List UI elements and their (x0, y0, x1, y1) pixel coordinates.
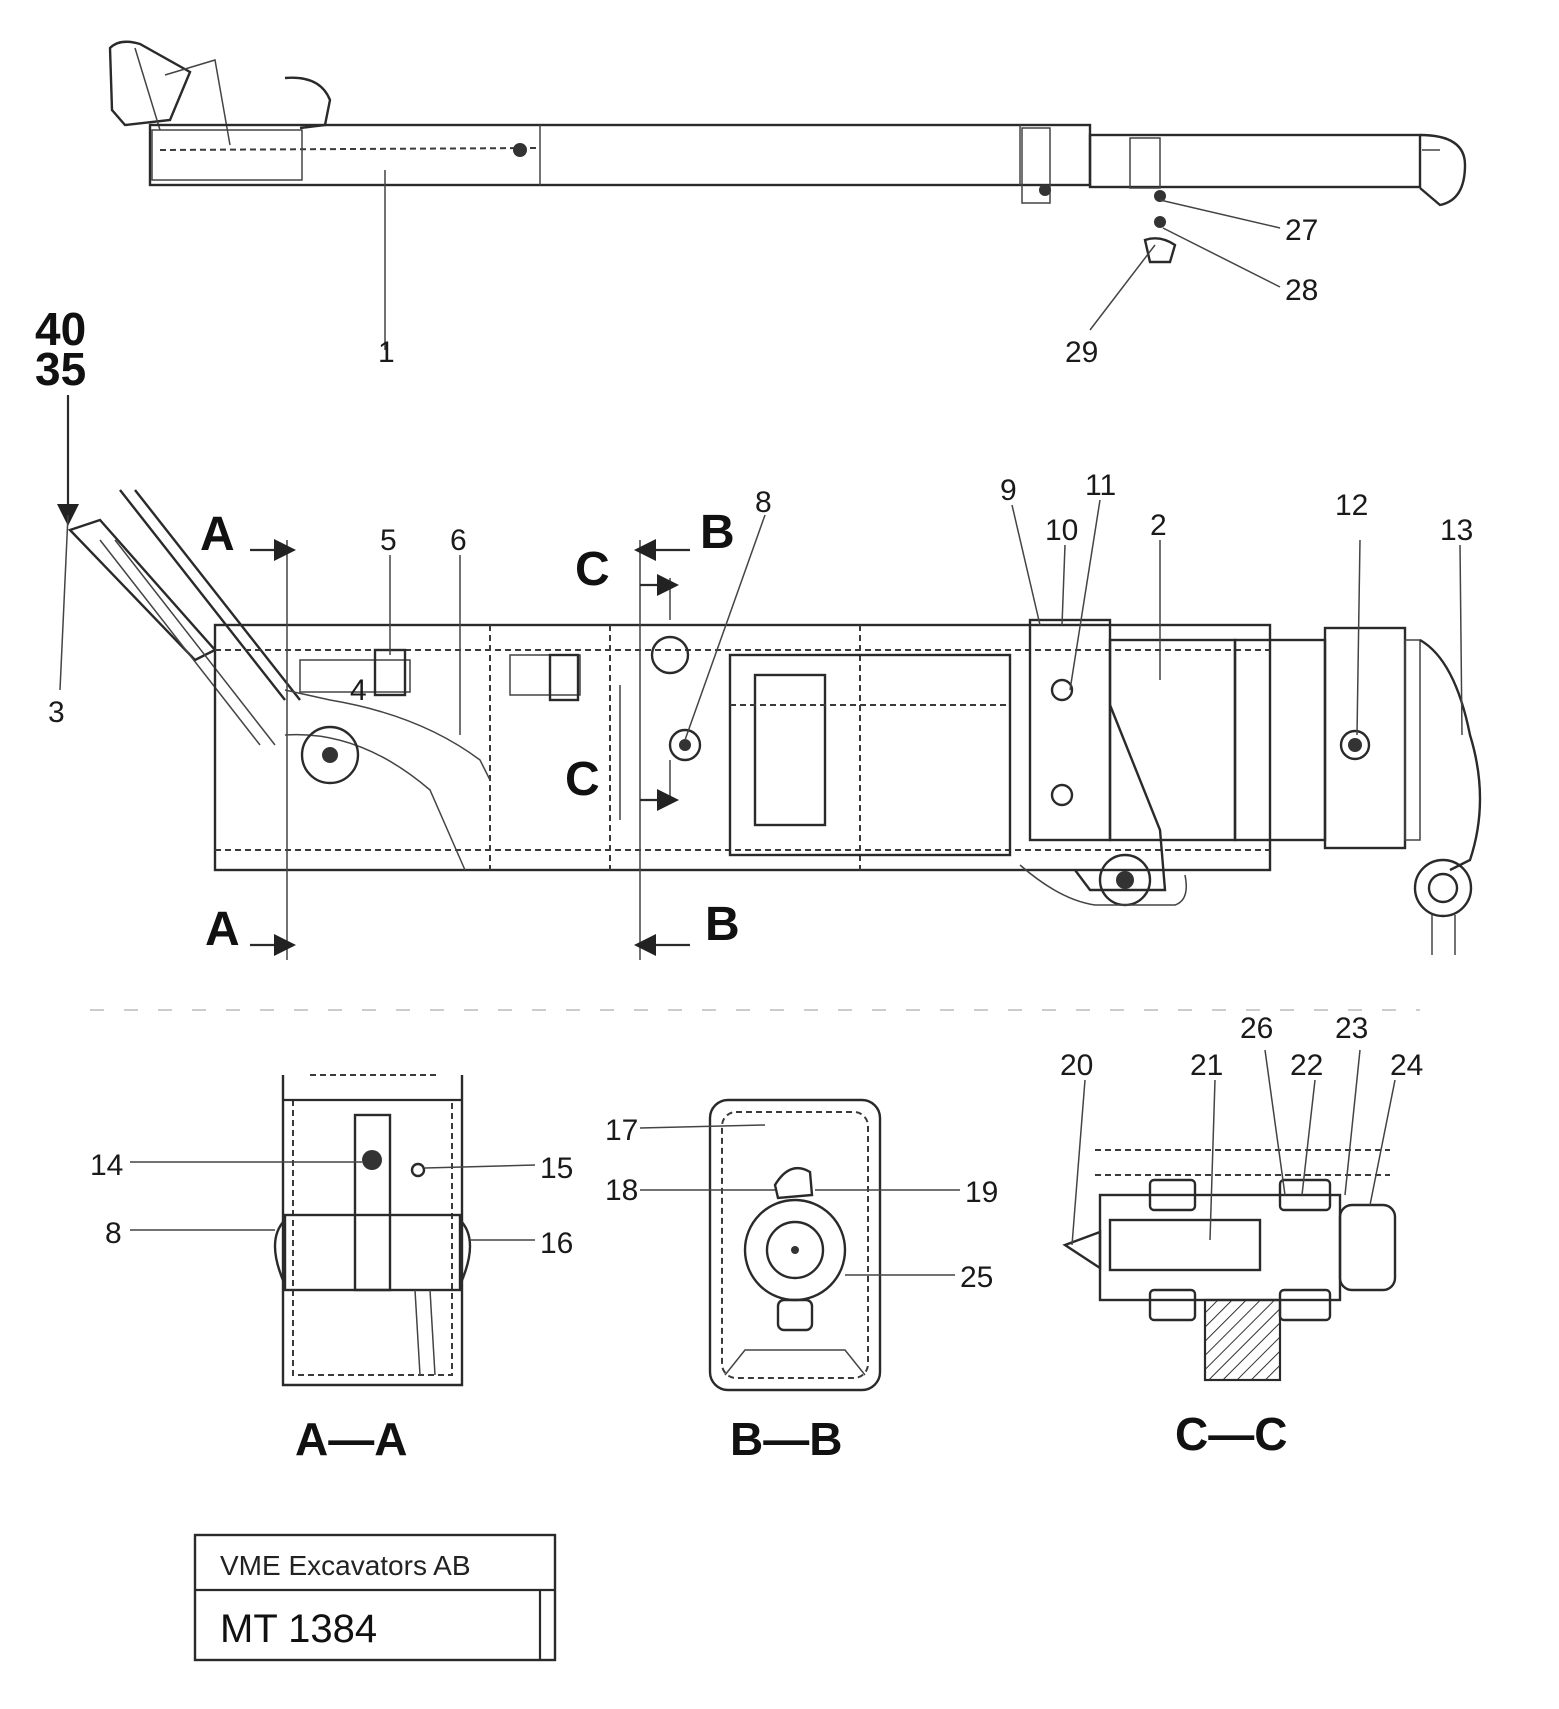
section-view-bb (708, 1098, 882, 1392)
section-view-cc (1062, 1149, 1397, 1382)
callout-8-side: 8 (755, 486, 772, 519)
callout-15: 15 (540, 1152, 573, 1185)
section-mark-b-top: B (700, 506, 735, 559)
section-title-aa: A—A (295, 1413, 407, 1465)
side-view-arm (67, 489, 1482, 955)
section-title-bb: B—B (730, 1413, 842, 1465)
callout-6: 6 (450, 524, 467, 557)
section-mark-c-bottom: C (565, 753, 600, 806)
callout-27: 27 (1285, 214, 1318, 247)
callout-9: 9 (1000, 474, 1017, 507)
section-mark-a-bottom: A (205, 903, 240, 956)
title-block-company: VME Excavators AB (220, 1550, 471, 1581)
callout-24: 24 (1390, 1049, 1423, 1082)
callout-1: 1 (378, 336, 395, 369)
section-mark-c-top: C (575, 543, 610, 596)
callout-12: 12 (1335, 489, 1368, 522)
callout-17: 17 (605, 1114, 638, 1147)
callout-20: 20 (1060, 1049, 1093, 1082)
callout-14: 14 (90, 1149, 123, 1182)
callout-28: 28 (1285, 274, 1318, 307)
callout-35: 35 (35, 343, 86, 395)
callout-3: 3 (48, 696, 65, 729)
callout-22: 22 (1290, 1049, 1323, 1082)
callout-40: 40 (35, 303, 86, 355)
pin-assembly-27-29 (1089, 190, 1281, 331)
title-block-drawing-number: MT 1384 (220, 1607, 377, 1651)
callout-29: 29 (1065, 336, 1098, 369)
callout-13: 13 (1440, 514, 1473, 547)
callout-25: 25 (960, 1261, 993, 1294)
callout-5: 5 (380, 524, 397, 557)
section-mark-b-bottom: B (705, 898, 740, 951)
callout-10: 10 (1045, 514, 1078, 547)
title-block (193, 1533, 557, 1662)
callout-19: 19 (965, 1176, 998, 1209)
section-mark-a-top: A (200, 508, 235, 561)
callout-23: 23 (1335, 1012, 1368, 1045)
callout-11: 11 (1085, 469, 1116, 502)
callout-18: 18 (605, 1174, 638, 1207)
callout-26: 26 (1240, 1012, 1273, 1045)
callout-21: 21 (1190, 1049, 1223, 1082)
callout-4: 4 (350, 674, 367, 707)
callout-2: 2 (1150, 509, 1167, 542)
section-title-cc: C—C (1175, 1408, 1287, 1460)
callout-8-aa: 8 (105, 1217, 122, 1250)
overview-arm (108, 40, 1467, 207)
section-view-aa (273, 1074, 472, 1387)
callout-16: 16 (540, 1227, 573, 1260)
